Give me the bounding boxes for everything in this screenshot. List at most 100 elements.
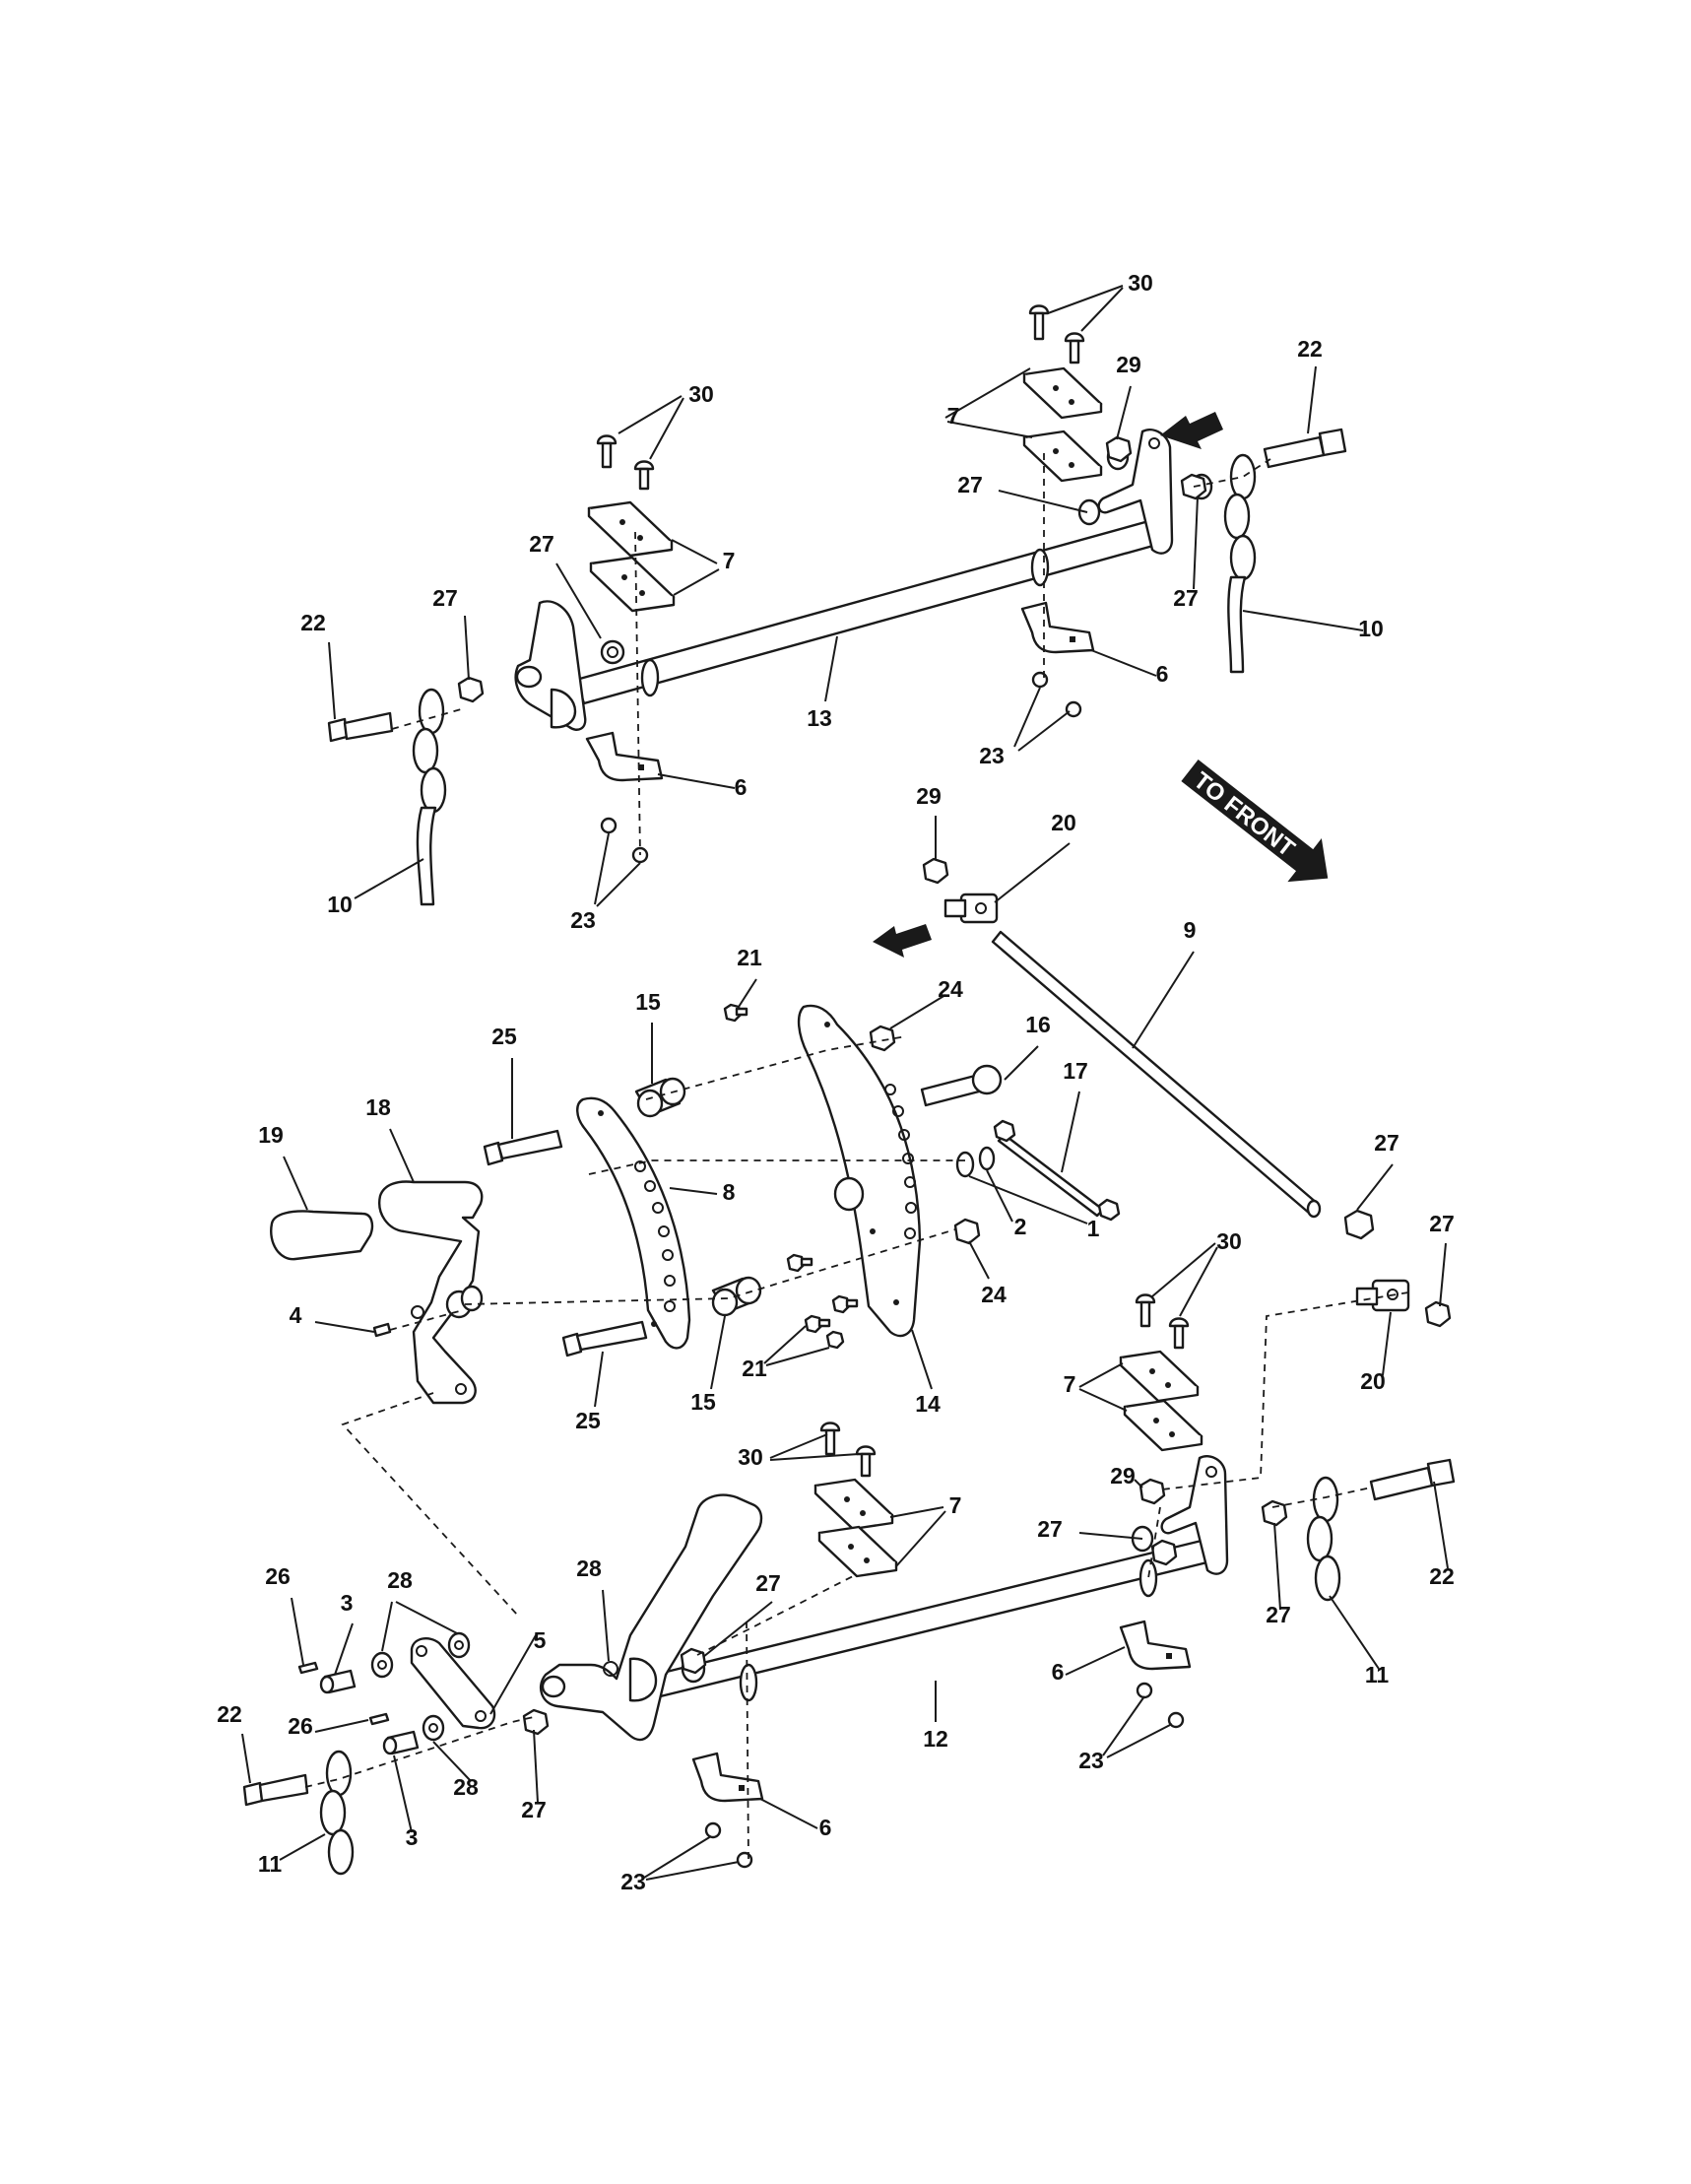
callout-c25a: 25 — [491, 1024, 517, 1049]
link-5 — [410, 1637, 496, 1730]
nut-27-lower-top — [1343, 1209, 1375, 1240]
callout-c4: 4 — [290, 1302, 302, 1328]
callout-c28b: 28 — [576, 1555, 602, 1581]
callout-c27i: 27 — [1266, 1602, 1291, 1627]
callout-c22d: 22 — [217, 1701, 242, 1727]
trunnion-20-lower — [1355, 1279, 1410, 1312]
nuts-23-lower — [704, 1682, 1185, 1869]
callout-c18: 18 — [365, 1094, 391, 1120]
callout-c10a: 10 — [1358, 616, 1384, 641]
callout-c1: 1 — [1087, 1216, 1100, 1241]
lower-lift-arm-with-pedal-mount — [539, 1493, 763, 1742]
callout-c29a: 29 — [1116, 352, 1141, 377]
callout-c26b: 26 — [288, 1713, 313, 1739]
nut-27-lower-trunnion — [1424, 1300, 1452, 1328]
callout-c21b: 21 — [742, 1356, 767, 1381]
callout-c28a: 28 — [387, 1567, 413, 1593]
pins-3-washers-28 — [297, 1631, 471, 1755]
callout-c24a: 24 — [938, 976, 963, 1002]
callout-c22a: 22 — [1297, 336, 1323, 362]
callout-c7c: 7 — [1064, 1371, 1076, 1397]
rod-17 — [993, 1119, 1121, 1222]
nut-24-upper — [869, 1025, 896, 1052]
callout-c30b: 30 — [688, 381, 714, 407]
callout-c28c: 28 — [453, 1774, 479, 1800]
lower-rockshaft-assembly — [242, 1209, 1456, 1876]
callout-c6d: 6 — [819, 1815, 832, 1840]
callout-c6c: 6 — [1052, 1659, 1065, 1685]
callout-c9: 9 — [1184, 917, 1197, 943]
callout-c29b: 29 — [916, 783, 942, 809]
clamp-blocks-7-lower-right — [1119, 1350, 1203, 1452]
callout-c27g: 27 — [1037, 1516, 1063, 1542]
callout-c26a: 26 — [265, 1563, 291, 1589]
bracket-6-lower-right — [1119, 1620, 1192, 1671]
direction-arrow-center — [873, 924, 932, 958]
callout-c7d: 7 — [949, 1492, 962, 1518]
callout-c27b: 27 — [529, 531, 554, 557]
callout-c27c: 27 — [432, 585, 458, 611]
clamp-blocks-7-right — [1022, 366, 1103, 483]
callout-c23a: 23 — [979, 743, 1005, 768]
trunnion-20-upper — [943, 893, 999, 924]
callout-c22c: 22 — [1429, 1563, 1455, 1589]
callout-c7a: 7 — [947, 403, 960, 429]
pin-4 — [372, 1322, 392, 1338]
bolts-21 — [723, 1003, 859, 1350]
clamp-blocks-7-lower-center — [813, 1478, 898, 1578]
plate-8 — [576, 1096, 691, 1350]
callout-c8: 8 — [723, 1179, 736, 1205]
bolt-22-lower-right — [1369, 1458, 1456, 1501]
bolt-22-upper-left — [327, 711, 394, 743]
carriage-bolts-30-lower — [819, 1293, 1190, 1478]
callout-c6b: 6 — [735, 774, 748, 800]
callout-c16: 16 — [1025, 1012, 1051, 1037]
bolt-22-lower-left — [242, 1773, 309, 1807]
callout-c17: 17 — [1063, 1058, 1088, 1084]
upper-rockshaft-assembly — [327, 304, 1347, 906]
carriage-bolts-30-upper — [596, 304, 1085, 491]
callout-c25b: 25 — [575, 1408, 601, 1433]
callout-c5: 5 — [534, 1627, 547, 1653]
callout-c27a: 27 — [957, 472, 983, 497]
callout-c21a: 21 — [737, 945, 762, 970]
center-linkage — [270, 857, 1322, 1617]
callout-c20a: 20 — [1051, 810, 1076, 835]
bolt-16 — [920, 1064, 1003, 1107]
spacer-15-lower — [711, 1276, 762, 1317]
callout-c30d: 30 — [738, 1444, 763, 1470]
direction-arrow-upper — [1160, 412, 1223, 449]
chain-11-left — [319, 1750, 355, 1876]
nut-29-center — [922, 857, 949, 885]
callout-c27h: 27 — [755, 1570, 781, 1596]
clamp-blocks-7-left — [587, 500, 676, 613]
callout-c23d: 23 — [620, 1869, 646, 1894]
chain-11-right — [1306, 1476, 1341, 1602]
callout-c15a: 15 — [635, 989, 661, 1015]
pedal-18 — [378, 1180, 484, 1405]
callout-c3b: 3 — [406, 1824, 419, 1850]
callout-c27d: 27 — [1173, 585, 1199, 611]
washers-1-2 — [955, 1146, 996, 1178]
callout-c22b: 22 — [300, 610, 326, 635]
left-lift-arm — [514, 600, 625, 731]
callout-c2: 2 — [1014, 1214, 1027, 1239]
spacer-15-upper — [634, 1077, 686, 1118]
callout-c6a: 6 — [1156, 661, 1169, 687]
bracket-6-upper-right — [1020, 601, 1095, 654]
bolt-25-upper — [483, 1129, 563, 1166]
plate-14 — [797, 1004, 922, 1338]
nuts-23-upper — [600, 671, 1082, 864]
leader-lines — [241, 285, 1449, 1881]
chain-10-left — [412, 688, 447, 906]
callout-c27e: 27 — [1374, 1130, 1399, 1156]
bolt-22-upper-right — [1263, 428, 1347, 469]
callout-c27f: 27 — [1429, 1211, 1455, 1236]
callout-c30a: 30 — [1128, 270, 1153, 296]
callout-c12: 12 — [923, 1726, 948, 1752]
callout-c10b: 10 — [327, 892, 353, 917]
callout-c27j: 27 — [521, 1797, 547, 1822]
callout-c19: 19 — [258, 1122, 284, 1148]
callout-c24b: 24 — [981, 1282, 1007, 1307]
